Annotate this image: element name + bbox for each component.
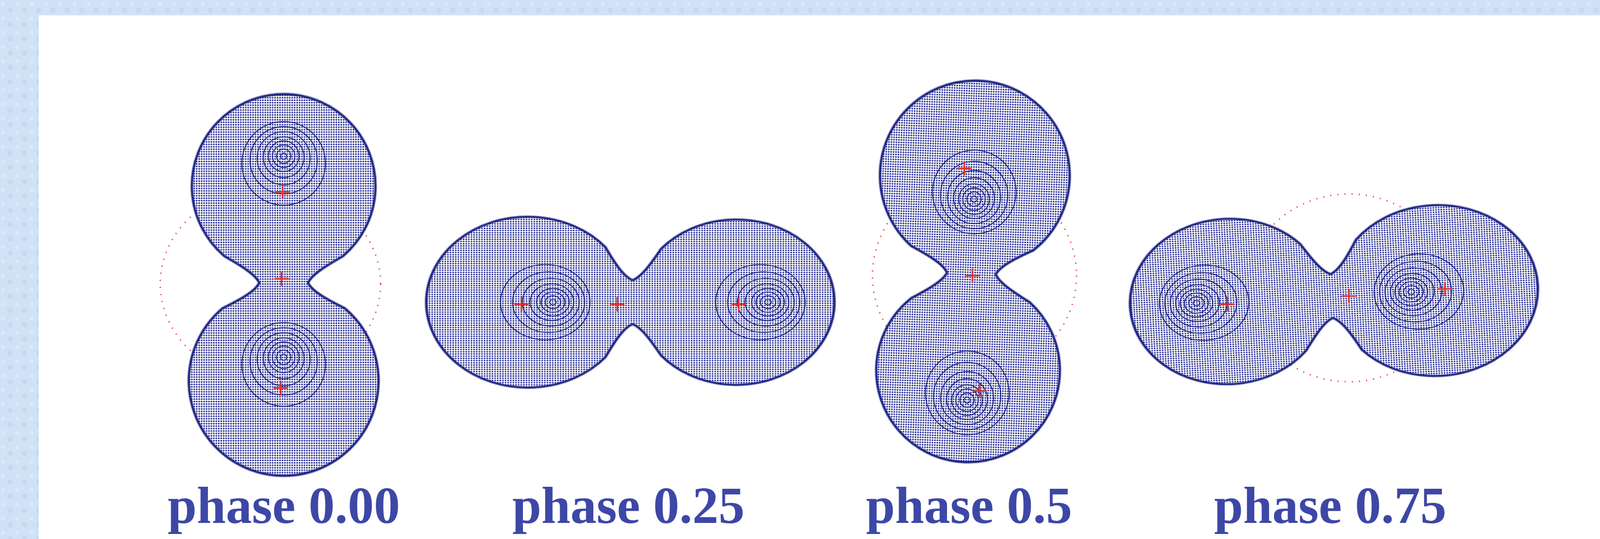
phase-label: phase 0.75	[1214, 475, 1447, 536]
phase-label: phase 0.00	[167, 475, 400, 536]
phase-label: phase 0.25	[512, 475, 745, 536]
phase-label: phase 0.5	[866, 475, 1073, 536]
